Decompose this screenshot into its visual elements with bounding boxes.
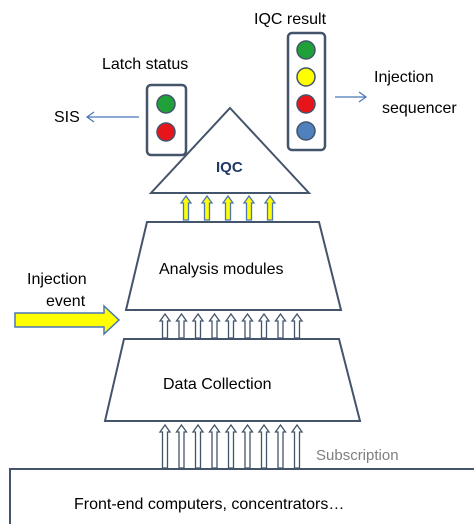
injection-event-label-2: event: [46, 293, 86, 310]
up-arrow: [241, 312, 254, 339]
injection-sequencer-label-2: sequencer: [382, 100, 457, 117]
sequencer-arrow: [335, 91, 368, 103]
up-arrow: [200, 194, 214, 221]
up-arrow: [208, 312, 221, 339]
sis-label: SIS: [54, 109, 80, 126]
up-arrow: [208, 423, 221, 469]
subscription-arrows: [158, 423, 304, 469]
yellow-light: [296, 67, 316, 87]
up-arrow: [274, 423, 287, 469]
up-arrow: [224, 312, 238, 339]
up-arrow: [263, 194, 277, 221]
up-arrow: [191, 423, 205, 469]
front-end-label: Front-end computers, concentrators…: [74, 496, 345, 513]
analysis-input-arrows: [158, 312, 304, 339]
up-arrow: [290, 312, 304, 339]
sis-arrow: [85, 111, 139, 123]
up-arrow: [224, 423, 238, 469]
up-arrow: [290, 423, 304, 469]
up-arrow: [274, 312, 287, 339]
iqc-input-arrows: [179, 194, 277, 221]
iqc-triangle: [148, 106, 312, 194]
up-arrow: [175, 312, 188, 339]
up-arrow: [257, 312, 271, 339]
subscription-label: Subscription: [316, 447, 399, 464]
injection-sequencer-label-1: Injection: [374, 69, 434, 86]
green-light: [296, 40, 316, 60]
result-lights: [296, 40, 316, 141]
up-arrow: [241, 423, 254, 469]
red-light: [156, 122, 176, 142]
blue-light: [296, 121, 316, 141]
iqc-result-lightbox: [286, 31, 327, 152]
green-light: [156, 94, 176, 114]
analysis-modules-trapezoid: [124, 221, 343, 311]
injection-event-label-1: Injection: [27, 271, 87, 288]
up-arrow: [242, 194, 256, 221]
up-arrow: [191, 312, 205, 339]
data-collection-trapezoid: [103, 338, 362, 422]
latch-lights: [156, 94, 176, 142]
injection-event-arrow: [14, 304, 121, 336]
red-light: [296, 94, 316, 114]
up-arrow: [158, 423, 172, 469]
front-end-box: [9, 468, 474, 524]
iqc-label: IQC: [216, 159, 243, 176]
iqc-result-label: IQC result: [254, 11, 327, 28]
up-arrow: [179, 194, 193, 221]
up-arrow: [175, 423, 188, 469]
latch-status-label: Latch status: [102, 56, 189, 73]
up-arrow: [257, 423, 271, 469]
data-collection-label: Data Collection: [163, 376, 272, 393]
up-arrow: [221, 194, 235, 221]
up-arrow: [158, 312, 172, 339]
analysis-modules-label: Analysis modules: [159, 261, 284, 278]
